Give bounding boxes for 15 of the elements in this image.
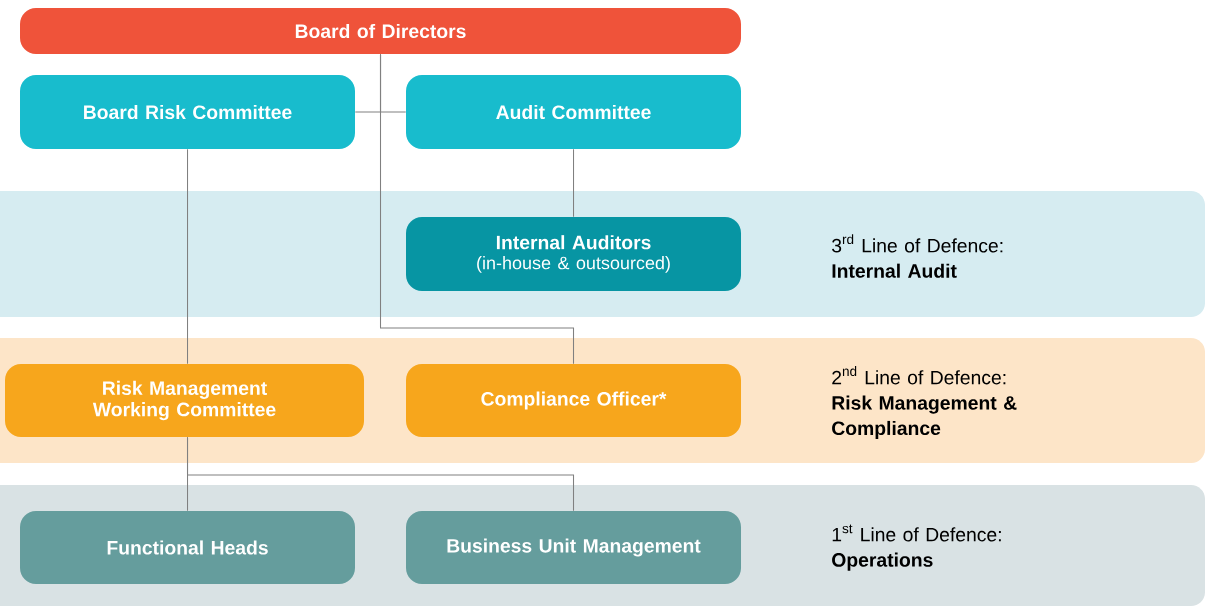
org-box: Compliance Officer* [406,364,741,437]
org-box: Risk Management Working Committee [5,364,364,437]
band-label: $\text{3}^{\text{rd}}\text{ Line of Defence:}$ Internal Audit [832,234,1003,278]
org-box: Business Unit Management [406,511,741,584]
org-box: Board of Directors [20,8,741,54]
band-label: $\text{2}^{\text{nd}}\text{ Line of Defence:}$ Risk Management & Compliance [832,366,1017,439]
org-box: Board Risk Committee [20,75,355,149]
connector-line [572,148,575,218]
connector-line [186,148,189,365]
org-box: Audit Committee [406,75,741,149]
band-label: $\text{1}^{\text{st}}\text{ Line of Defence:}$ Operations [832,524,1001,571]
org-box: Internal Auditors (in-house & outsourced) [406,217,741,291]
connector-line [186,436,575,512]
org-box: Functional Heads [20,511,355,584]
connector-line [379,53,575,365]
